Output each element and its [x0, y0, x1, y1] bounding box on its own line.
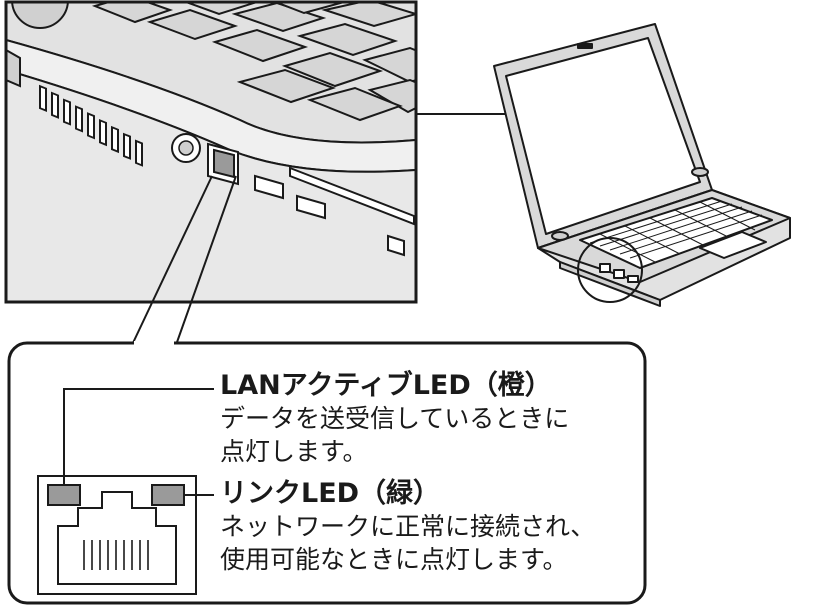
activity-led-desc-line2: 点灯します。 — [220, 437, 368, 466]
speaker-grille — [11, 2, 69, 29]
link-led-indicator — [151, 484, 185, 506]
link-led-desc-line2: 使用可能なときに点灯します。 — [220, 545, 568, 574]
vent-slots — [39, 84, 143, 167]
usb-port-icon — [254, 174, 326, 220]
activity-led-title: LANアクティブLED（橙） — [220, 370, 552, 401]
led-pointer-lines — [63, 388, 214, 496]
closeup-panel — [4, 0, 418, 304]
link-led-title: リンクLED（緑） — [220, 478, 441, 509]
card-slot — [289, 166, 415, 226]
activity-led-desc-line1: データを送受信しているときに — [220, 404, 570, 433]
link-led-desc-line1: ネットワークに正常に接続され、 — [220, 512, 596, 541]
activity-led-label: LANアクティブLED（橙） データを送受信しているときに 点灯します。 — [220, 370, 569, 468]
s-video-port-icon — [171, 133, 201, 163]
callout-leader-lines — [131, 175, 237, 346]
laptop-illustration — [493, 23, 791, 307]
lan-port-icon — [207, 142, 239, 186]
rj45-jack — [37, 475, 197, 595]
port-highlight-circle — [577, 237, 643, 303]
link-led-label: リンクLED（緑） ネットワークに正常に接続され、 使用可能なときに点灯します。 — [220, 478, 595, 576]
activity-led-indicator — [47, 484, 81, 506]
